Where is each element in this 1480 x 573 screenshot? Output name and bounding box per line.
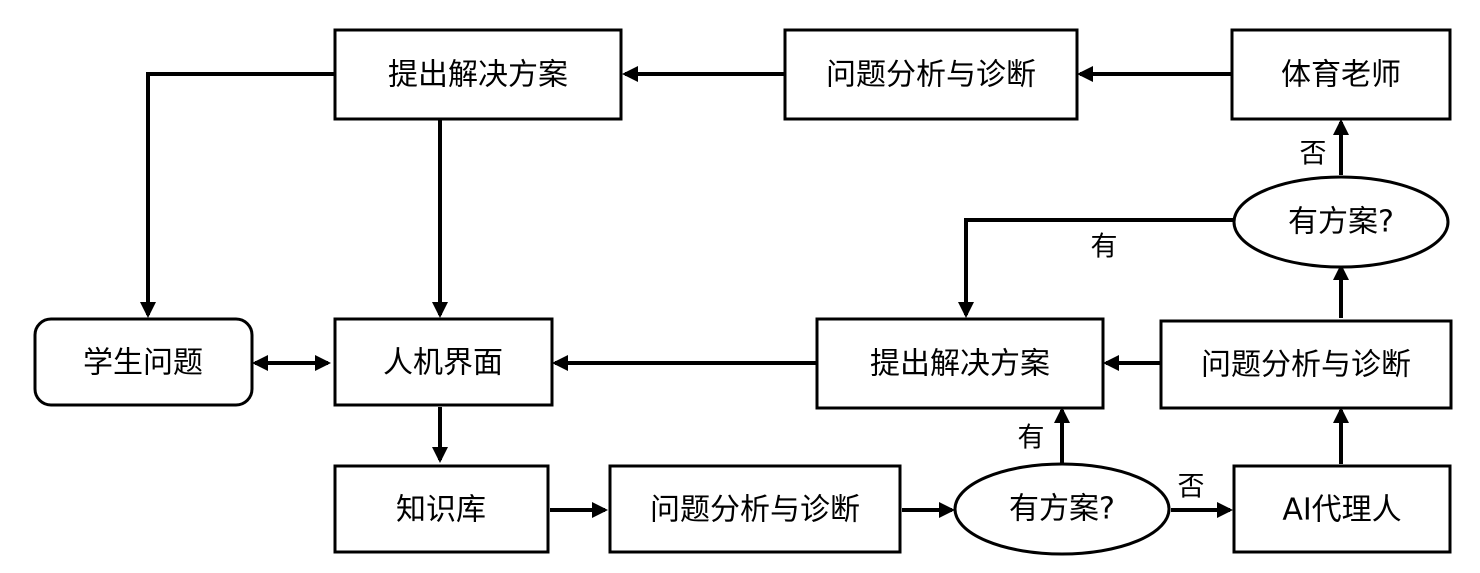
node-solution-top-label: 提出解决方案 [388,58,568,93]
node-analysis-bottom-label: 问题分析与诊断 [650,493,860,528]
node-analysis-bottom: 问题分析与诊断 [608,464,902,554]
edge-solution-top-to-student-question [140,72,335,318]
node-hci-label: 人机界面 [383,346,503,381]
edge-label-lower-yes: 有 [1018,423,1045,454]
node-decision-upper-label: 有方案? [1288,205,1394,240]
node-analysis-mid-label: 问题分析与诊断 [1201,348,1411,383]
node-teacher-label: 体育老师 [1281,58,1401,93]
edge-label-lower-no: 否 [1178,472,1205,503]
node-knowledge-base: 知识库 [333,464,550,554]
edge-label-upper-no: 否 [1300,139,1327,170]
node-solution-mid: 提出解决方案 [815,317,1105,410]
node-decision-lower-label: 有方案? [1009,492,1115,527]
node-solution-mid-label: 提出解决方案 [870,347,1050,382]
node-teacher: 体育老师 [1230,28,1452,121]
node-decision-lower: 有方案? [953,462,1171,556]
node-hci: 人机界面 [333,317,554,407]
edge-label-upper-yes: 有 [1091,232,1118,263]
node-analysis-top: 问题分析与诊断 [783,28,1079,121]
node-knowledge-base-label: 知识库 [396,493,486,528]
node-solution-top: 提出解决方案 [333,28,623,121]
node-student-question-label: 学生问题 [83,346,203,381]
edge-decision-upper-to-solution-mid [958,218,1234,318]
node-ai-agent-label: AI代理人 [1282,493,1401,528]
node-analysis-mid: 问题分析与诊断 [1159,319,1453,410]
node-student-question: 学生问题 [33,317,254,407]
node-ai-agent: AI代理人 [1232,464,1452,554]
node-analysis-top-label: 问题分析与诊断 [826,58,1036,93]
node-decision-upper: 有方案? [1232,175,1450,269]
